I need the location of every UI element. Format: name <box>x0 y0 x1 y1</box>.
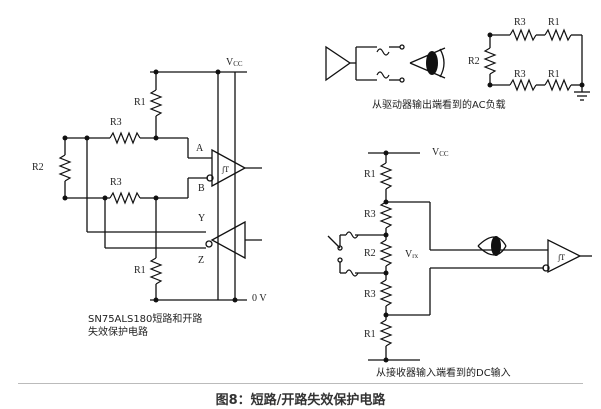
ac-resistor-r3-bot <box>509 78 537 92</box>
dc-r2-label: R2 <box>364 248 376 259</box>
dc-eye-icon <box>477 236 507 256</box>
dc-r1-top-label: R1 <box>364 169 376 180</box>
r1-top-label: R1 <box>134 97 146 108</box>
r3-mid-label: R3 <box>110 177 122 188</box>
vrx-label: Vrx <box>405 250 418 260</box>
r3-top-label: R3 <box>110 117 122 128</box>
pin-y-label: Y <box>198 213 206 224</box>
resistor-r3-top <box>109 131 141 145</box>
caption-divider <box>18 383 583 384</box>
dc-input-circuit: ∫T <box>327 150 592 363</box>
switch-blade <box>327 235 341 249</box>
dc-receiver-triangle <box>547 238 582 274</box>
dc-resistor-r2 <box>379 239 393 267</box>
dc-r3-top-label: R3 <box>364 209 376 220</box>
resistor-r2 <box>58 154 72 182</box>
vrx-main: V <box>405 249 413 260</box>
driver-triangle <box>210 220 246 260</box>
figure-title: 图8：短路/开路失效保护电路 <box>215 393 386 408</box>
svg-text:∫T: ∫T <box>557 253 565 262</box>
ac-resistor-r3-top <box>509 28 537 42</box>
pin-a-label: A <box>196 143 204 154</box>
vcc-sub: CC <box>233 60 243 68</box>
svg-text:∫T: ∫T <box>221 165 229 174</box>
ac-driver-triangle <box>325 45 352 82</box>
dc-vcc-sub: CC <box>439 150 449 158</box>
caption-left: SN75ALS180短路和开路 失效保护电路 <box>88 314 202 339</box>
vcc-label: VCC <box>226 58 243 68</box>
dc-r1-bot-label: R1 <box>364 329 376 340</box>
dc-r3-bot-label: R3 <box>364 289 376 300</box>
ac-r3-bot-label: R3 <box>514 69 526 80</box>
caption-left-line2: 失效保护电路 <box>88 326 148 338</box>
left-circuit: ∫T <box>58 69 262 303</box>
dc-resistor-r1-bot <box>379 319 393 347</box>
ac-resistor-r1-top <box>544 28 572 42</box>
vcc-main: V <box>226 57 234 68</box>
resistor-r3-mid <box>109 191 141 205</box>
dc-resistor-r1-top <box>379 162 393 190</box>
pin-b-label: B <box>198 183 205 194</box>
caption-dc: 从接收器输入端看到的DC输入 <box>376 368 511 379</box>
ground-icon <box>574 85 590 101</box>
dc-resistor-r3-top <box>379 201 393 229</box>
ac-load-circuit <box>325 28 590 101</box>
caption-left-line1: SN75ALS180短路和开路 <box>88 314 203 325</box>
ac-r1-top-label: R1 <box>548 17 560 28</box>
zero-v-label: 0 V <box>252 293 267 304</box>
dc-vcc-main: V <box>432 147 440 158</box>
caption-ac: 从驱动器输出端看到的AC负载 <box>372 100 506 111</box>
pin-z-label: Z <box>198 255 205 266</box>
ac-r2-label: R2 <box>468 56 480 67</box>
r1-bottom-label: R1 <box>134 265 146 276</box>
r2-label: R2 <box>32 162 44 173</box>
dc-resistor-r3-bot <box>379 279 393 307</box>
resistor-r1-bottom <box>149 257 163 285</box>
vrx-sub: rx <box>412 252 419 260</box>
receiver-triangle <box>211 148 247 188</box>
ac-resistor-r1-bot <box>544 78 572 92</box>
dc-vcc-label: VCC <box>432 148 449 158</box>
eye-icon <box>409 47 446 79</box>
ac-r1-bot-label: R1 <box>548 69 560 80</box>
ac-resistor-r2 <box>483 47 497 75</box>
resistor-r1-top <box>149 89 163 117</box>
ac-r3-top-label: R3 <box>514 17 526 28</box>
